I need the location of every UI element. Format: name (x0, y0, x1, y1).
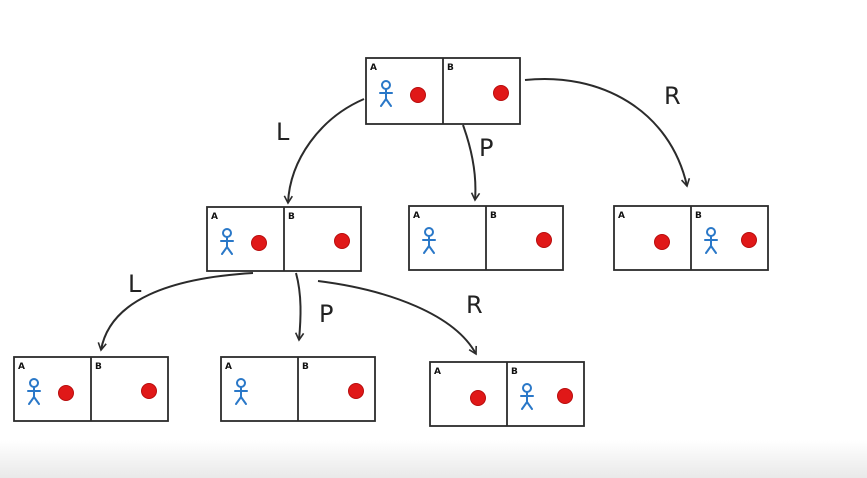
dirt-icon (334, 233, 350, 249)
dirt-icon (410, 87, 426, 103)
edge-label: R (664, 82, 681, 110)
edge-arrow (97, 272, 254, 352)
edge-root-left: L (276, 98, 365, 205)
dirt-icon (58, 385, 74, 401)
bottom-shade (0, 440, 867, 478)
cell-label-b: B (447, 63, 454, 73)
edge-label: P (479, 134, 493, 162)
edge-label: L (128, 270, 142, 298)
cell-label-b: B (511, 367, 518, 377)
vacuum-agent-icon (422, 227, 436, 254)
cell-label-a: A (225, 362, 232, 372)
edge-label: R (466, 291, 483, 319)
dirt-icon (251, 235, 267, 251)
dirt-icon (741, 232, 757, 248)
cell-label-b: B (288, 212, 295, 222)
edge-label: L (276, 118, 290, 146)
cell-label-a: A (18, 362, 25, 372)
edge-left-right: R (317, 280, 483, 356)
edge-root-suck: P (462, 124, 493, 202)
edge-root-right: R (524, 78, 691, 188)
edge-arrow (317, 280, 477, 356)
edge-left-left: L (97, 270, 254, 352)
cell-label-a: A (413, 211, 420, 221)
cell-label-b: B (302, 362, 309, 372)
vacuum-agent-icon (220, 228, 234, 255)
vacuum-agent-icon (520, 383, 534, 410)
cell-label-a: A (618, 211, 625, 221)
edge-arrow (524, 78, 691, 188)
dirt-icon (654, 234, 670, 250)
dirt-icon (536, 232, 552, 248)
vacuum-agent-icon (234, 378, 248, 405)
dirt-icon (557, 388, 573, 404)
cell-label-a: A (370, 63, 377, 73)
edge-arrow (462, 124, 481, 202)
edge-left-suck: P (294, 272, 333, 342)
cell-label-b: B (695, 211, 702, 221)
cell-label-a: A (211, 212, 218, 222)
vacuum-agent-icon (379, 80, 393, 107)
cell-label-a: A (434, 367, 441, 377)
edge-label: P (319, 300, 333, 328)
cell-label-b: B (490, 211, 497, 221)
edge-arrow (294, 272, 305, 342)
dirt-icon (141, 383, 157, 399)
dirt-icon (470, 390, 486, 406)
edge-arrow (283, 98, 365, 205)
dirt-icon (348, 383, 364, 399)
edges: L P R L P R (97, 78, 691, 356)
vacuum-agent-icon (704, 227, 718, 254)
vacuum-agent-icon (27, 378, 41, 405)
dirt-icon (493, 85, 509, 101)
cell-label-b: B (95, 362, 102, 372)
